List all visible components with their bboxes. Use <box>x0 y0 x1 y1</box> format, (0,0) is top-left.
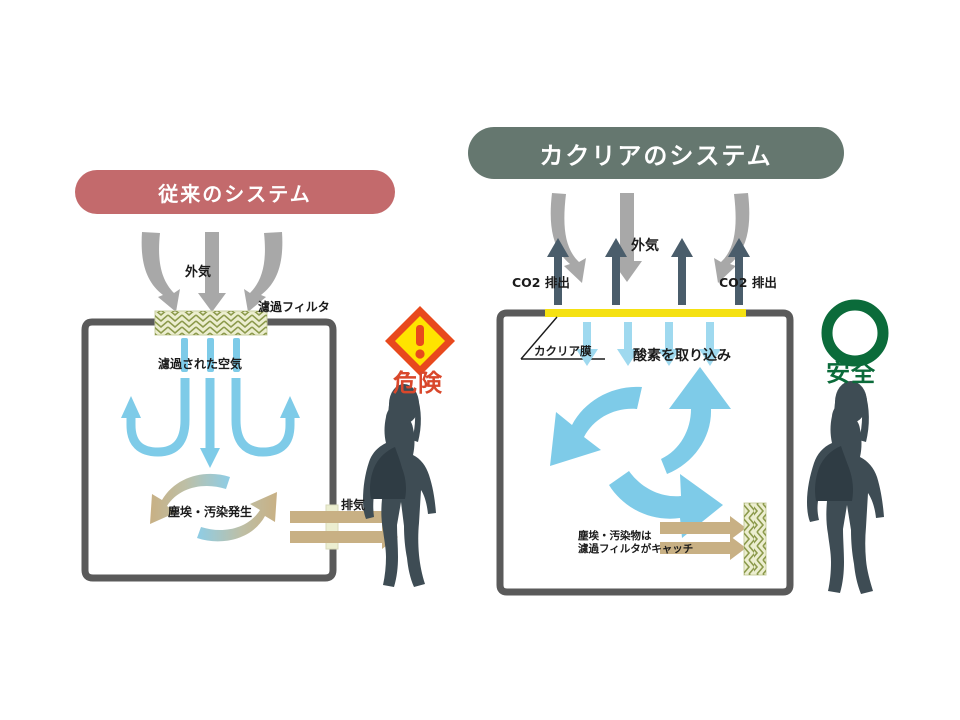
kakuria-oxygen-arrows <box>576 322 721 366</box>
green-circle-icon <box>821 299 889 367</box>
kakuria-verdict-label: 安全 <box>826 359 876 387</box>
kakuria-membrane <box>545 309 746 317</box>
person-silhouette-left <box>363 384 436 587</box>
legacy-dust-swirl-upper <box>150 473 230 524</box>
legacy-exhaust-label: 排気 <box>341 498 366 512</box>
kakuria-system-group <box>496 193 889 596</box>
legacy-filter-label: 濾過フィルタ <box>258 300 330 314</box>
legacy-filtered-air-label: 濾過された空気 <box>158 357 243 371</box>
kakuria-membrane-label: カクリア膜 <box>534 344 592 358</box>
kakuria-system-title: カクリアのシステム <box>468 127 844 179</box>
kakuria-exhaust-filter <box>743 502 767 576</box>
legacy-intake-filter <box>154 310 268 336</box>
legacy-uturn-right <box>231 378 295 457</box>
kakuria-co2-label-left: CO2 排出 <box>512 275 570 290</box>
legacy-verdict-label: 危険 <box>393 369 443 397</box>
kakuria-dust-arrows <box>660 516 746 560</box>
legacy-uturn-left <box>126 378 190 457</box>
legacy-filtered-air-streams <box>181 338 240 372</box>
kakuria-co2-arrows <box>547 238 750 305</box>
person-silhouette-right <box>807 381 884 594</box>
kakuria-dust-caught-line1: 塵埃・汚染物は <box>578 530 652 542</box>
kakuria-dust-caught-label: 塵埃・汚染物は 濾過フィルタがキャッチ <box>578 530 693 556</box>
legacy-center-arrowhead <box>200 448 220 468</box>
kakuria-room-walls <box>496 309 794 596</box>
warning-triangle-icon <box>385 306 455 376</box>
kakuria-co2-label-right: CO2 排出 <box>719 275 777 290</box>
legacy-uturn-right-head <box>280 396 300 418</box>
legacy-system-group <box>81 232 455 587</box>
kakuria-dust-caught-line2: 濾過フィルタがキャッチ <box>578 543 694 556</box>
legacy-dust-swirl-lower <box>197 492 277 542</box>
legacy-dust-generation-label: 塵埃・汚染発生 <box>168 505 253 519</box>
legacy-outside-air-label: 外気 <box>185 265 212 280</box>
kakuria-oxygen-label: 酸素を取り込み <box>633 348 731 364</box>
kakuria-outside-air-arrows <box>550 193 750 283</box>
legacy-system-title: 従来のシステム <box>75 170 395 214</box>
legacy-outside-air-arrows <box>141 232 283 312</box>
kakuria-recirculation-arrows <box>550 367 731 538</box>
legacy-room-walls <box>81 318 337 582</box>
kakuria-outside-air-label: 外気 <box>631 238 659 254</box>
legacy-uturn-left-head <box>121 396 141 418</box>
